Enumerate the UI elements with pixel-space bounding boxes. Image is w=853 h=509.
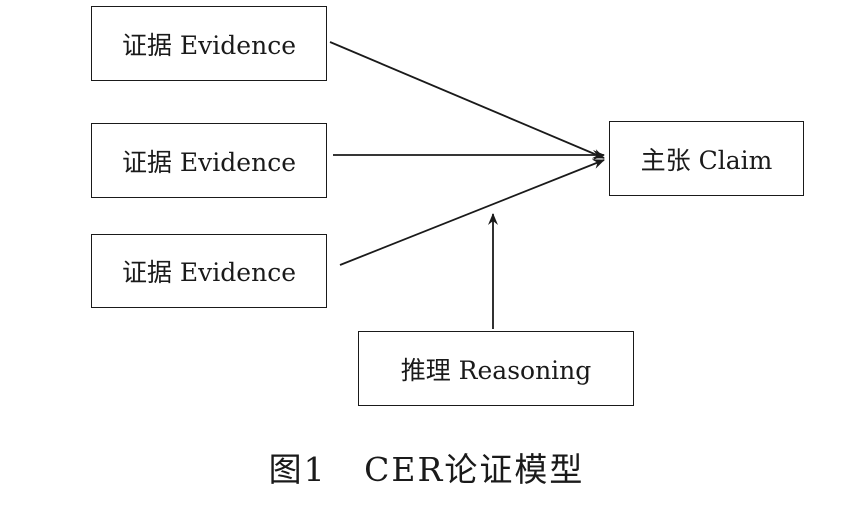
figure-caption: 图1 CER论证模型 [0, 443, 853, 491]
evidence-box-1: 证据 Evidence [91, 6, 327, 81]
arrow-evidence3-to-claim [339, 159, 605, 266]
reasoning-label: 推理 Reasoning [400, 355, 592, 385]
evidence-box-2: 证据 Evidence [91, 123, 327, 198]
evidence-label-3: 证据 Evidence [121, 258, 296, 287]
figure-number: 图1 [268, 450, 327, 489]
evidence-label-1: 证据 Evidence [121, 30, 296, 60]
reasoning-box: 推理 Reasoning [358, 331, 634, 406]
claim-label: 主张 Claim [640, 145, 773, 175]
figure-title: CER论证模型 [364, 450, 585, 489]
arrow-evidence1-to-claim [329, 41, 605, 159]
evidence-box-3: 证据 Evidence [91, 234, 327, 308]
claim-box: 主张 Claim [609, 121, 804, 196]
evidence-label-2: 证据 Evidence [121, 147, 296, 177]
